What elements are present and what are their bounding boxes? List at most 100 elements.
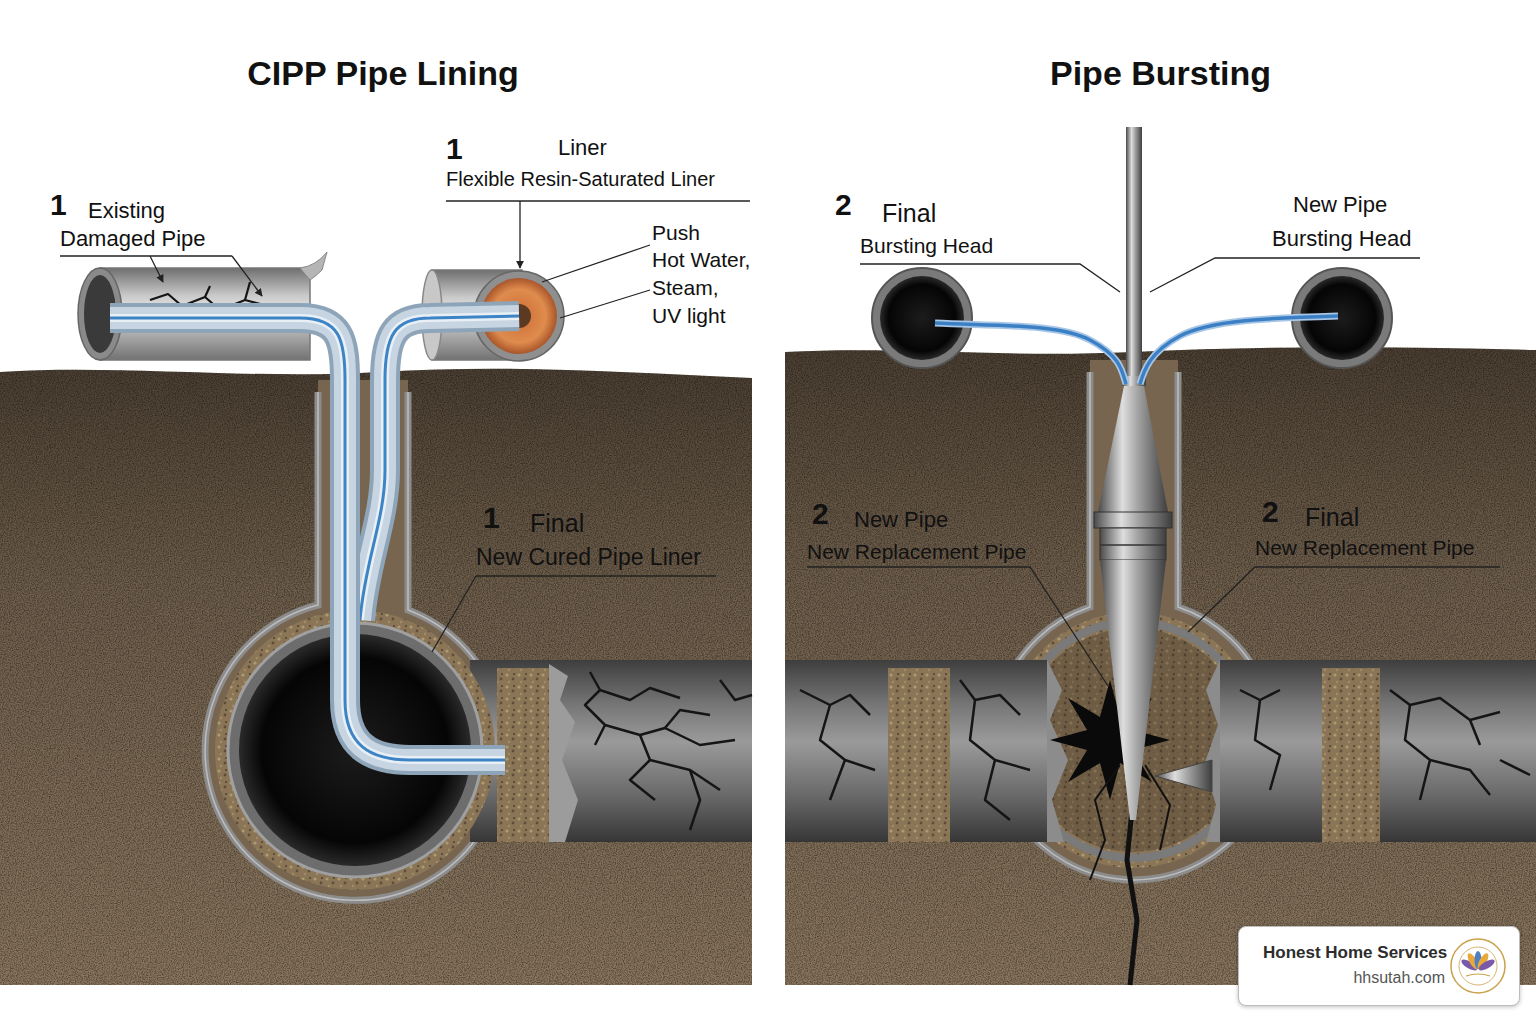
soil-texture [785,347,1536,985]
leader-line [519,201,520,268]
leader-line [560,290,650,318]
leader-line [807,567,1108,686]
collar-groove [1100,544,1166,546]
panel-title: Pipe Bursting [785,53,1536,93]
brand-url: hhsutah.com [1353,968,1445,988]
brand-badge: Honest Home Services hhsutah.com [1238,926,1520,1006]
hose-outline [360,316,519,620]
pit-opening [872,268,972,368]
crack-line [690,770,700,830]
stage-label: Final [1305,505,1359,530]
callout-label: New Pipe [854,509,948,531]
callout-number: 2 [835,190,852,220]
emblem-petal [1460,957,1479,972]
emblem-base [1466,974,1490,976]
callout-label: New Cured Pipe Liner [476,546,701,569]
crack-line [820,705,845,800]
bursting-head [1098,386,1168,512]
stage-label: Final [882,201,936,226]
callout-label: New Replacement Pipe [807,541,1026,562]
callout-number: 1 [50,190,67,220]
broken-pipe-edge [549,664,578,842]
cable [935,323,1126,384]
callout-label: Existing [88,200,165,222]
leader-line [1150,258,1420,292]
cable [1140,316,1338,384]
crack-line [970,700,1010,820]
emblem-petal [1477,957,1496,972]
stage-label: Final [530,511,584,536]
head-collar [1094,512,1172,528]
callout-number: 1 [446,134,463,164]
emblem-inner-ring [1459,947,1497,985]
crack-line [600,688,680,700]
crack-line [720,680,752,700]
old-pipe [785,660,1047,842]
leader-line [60,255,232,256]
pipe-lip [300,252,327,280]
hose-body [360,316,519,620]
hose-stripe [360,316,519,620]
leader-line [476,575,716,576]
callout-number: 2 [812,499,829,529]
liner-hoses [110,316,519,760]
crack-line [800,690,870,715]
pipe-burst [1050,680,1170,800]
broken-pipe-edge [1204,660,1220,842]
emblem-ring [1451,939,1505,993]
hose-outline [110,318,505,760]
expander-tip [1155,760,1212,792]
hose-stripe [110,318,505,760]
crack-line [1405,705,1430,800]
callout-number: 1 [483,503,500,533]
callout-label: Damaged Pipe [60,228,206,250]
crack-line [1390,690,1500,720]
panel-title: CIPP Pipe Lining [14,53,752,93]
callout-label: Flexible Resin-Saturated Liner [446,169,715,189]
brand-name: Honest Home Services [1263,943,1447,963]
crack-line [1240,690,1280,700]
callout-label: Liner [558,137,607,159]
crack-line [585,672,605,745]
crack-line [205,286,210,297]
emblem-petal [1475,951,1482,969]
leader-line [1188,567,1500,632]
emblem-petal [1465,952,1480,971]
leader-line [232,256,262,296]
leader-line [150,256,163,282]
crack-line [1255,700,1280,790]
leader-line [542,245,650,282]
bursting-cone [1100,560,1166,820]
callout-label: Bursting Head [1272,228,1411,250]
pit-hole [880,276,964,360]
crack-line [1470,720,1480,745]
crack-line [245,282,250,300]
crack-line [650,760,720,790]
curing-note: Steam, [652,277,719,298]
crack-line [605,725,735,745]
brand-emblem [1451,939,1505,993]
broken-pipe-edge [1047,660,1068,842]
pull-cables [935,316,1338,384]
old-pipe [1220,660,1536,842]
leader-line [432,576,476,652]
soil-section [785,347,1536,985]
leader-lines [60,201,750,652]
cable-outline [1140,316,1338,384]
callout-label: Bursting Head [860,235,993,256]
gravel-bedding [1322,668,1380,842]
emblem-petal [1475,952,1490,971]
curing-note: Push [652,222,700,243]
ground-crack [1090,765,1120,880]
pipe-cracks [800,680,1530,820]
ground-crack [1127,800,1137,985]
crack-line [665,710,710,728]
leader-line [446,200,750,201]
leader-line [860,264,1120,292]
gravel-bedding [888,668,950,842]
pulling-rod [1126,127,1142,382]
crack-line [1430,760,1490,795]
crack-line [1500,760,1530,775]
crack-line [845,760,875,770]
